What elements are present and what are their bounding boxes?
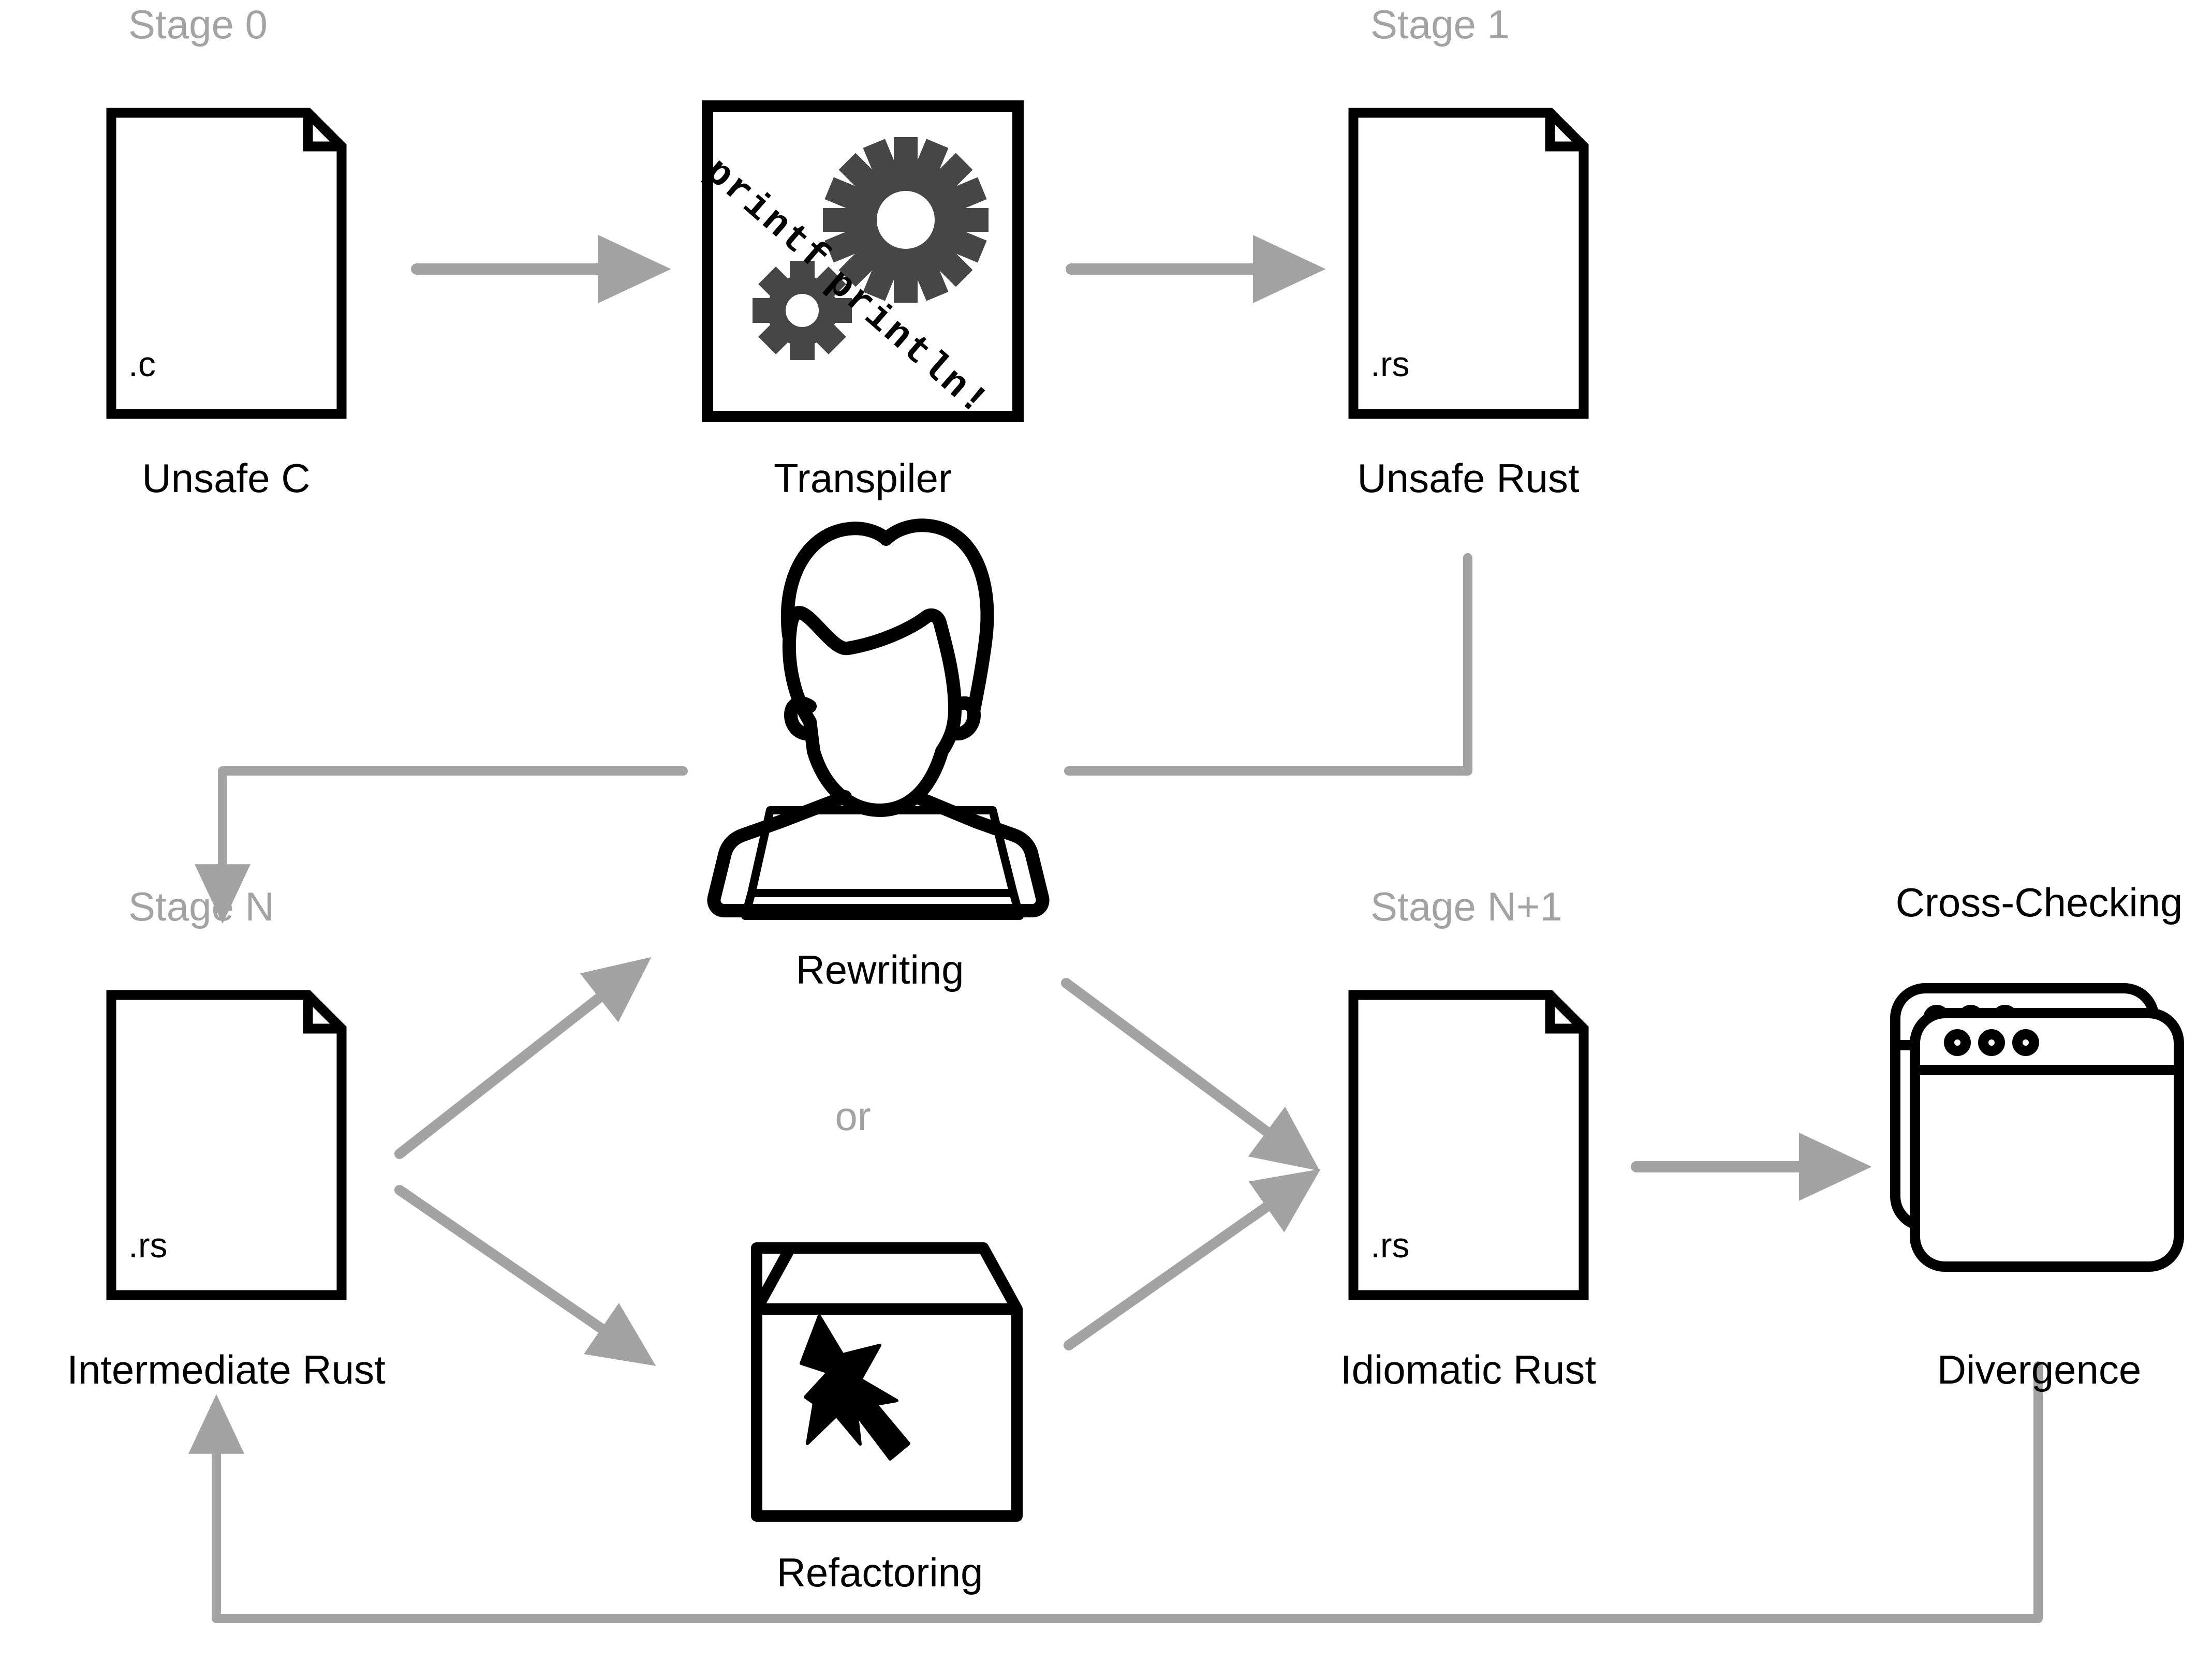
idiomatic-rust-document-icon	[1348, 990, 1589, 1300]
arrow-rewriting-to-idiomatic	[1061, 978, 1320, 1171]
rewriting-caption: Rewriting	[795, 947, 964, 992]
transpiler-caption: Transpiler	[774, 455, 952, 501]
unsafe-c-caption: Unsafe C	[142, 455, 311, 501]
arrow-intermediate-to-rewriting	[394, 957, 652, 1159]
cross-checking-heading: Cross-Checking	[1895, 880, 2183, 925]
unsafe-rust-extension: .rs	[1370, 345, 1410, 384]
stage-n-plus-1-label: Stage N+1	[1370, 884, 1562, 929]
magic-wand-icon	[800, 1314, 910, 1461]
intermediate-rust-document-icon	[106, 990, 347, 1300]
stacked-windows-icon	[1890, 983, 2184, 1272]
intermediate-rust-caption: Intermediate Rust	[67, 1347, 386, 1392]
stage-0-label: Stage 0	[128, 2, 268, 47]
refactoring-box-icon	[751, 1242, 1023, 1522]
stage-n-label: Stage N	[128, 884, 274, 929]
unsafe-c-document-icon	[106, 108, 347, 419]
arrow-refactoring-to-idiomatic	[1064, 1169, 1321, 1350]
connector-rewriting-to-stageN	[195, 766, 688, 924]
stage-1-label: Stage 1	[1370, 2, 1510, 47]
connector-unsaferust-to-rewriting	[1064, 553, 1472, 776]
small-gear-icon	[753, 261, 852, 360]
or-connector-label: or	[835, 1093, 871, 1139]
transpiler-box-icon	[702, 100, 1024, 422]
unsafe-rust-caption: Unsafe Rust	[1357, 455, 1580, 501]
person-at-laptop-icon	[707, 518, 1050, 920]
connector-divergence-feedback-loop	[188, 1361, 2043, 1623]
unsafe-c-extension: .c	[128, 345, 156, 384]
idiomatic-rust-extension: .rs	[1370, 1226, 1410, 1265]
arrow-intermediate-to-refactoring	[394, 1185, 656, 1366]
intermediate-rust-extension: .rs	[128, 1226, 168, 1265]
unsafe-rust-document-icon	[1348, 108, 1589, 419]
divergence-caption: Divergence	[1937, 1347, 2142, 1392]
large-gear-icon	[823, 137, 989, 303]
idiomatic-rust-caption: Idiomatic Rust	[1340, 1347, 1597, 1392]
refactoring-caption: Refactoring	[776, 1550, 983, 1595]
